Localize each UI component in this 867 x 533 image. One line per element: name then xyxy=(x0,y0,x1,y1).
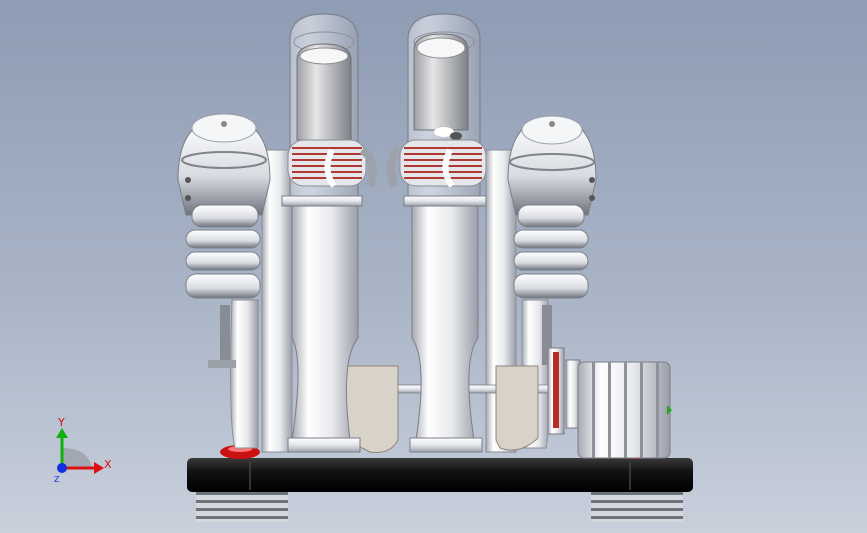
left-foot xyxy=(196,488,288,522)
triad-x-label: X xyxy=(104,458,112,471)
triad-z-label: Z xyxy=(54,475,60,484)
right-fin-stack[interactable] xyxy=(507,115,597,299)
crankshaft[interactable] xyxy=(299,365,561,453)
crank-bracket-left xyxy=(345,365,399,453)
left-column[interactable] xyxy=(281,195,363,453)
left-cylinder[interactable] xyxy=(287,13,377,201)
right-column[interactable] xyxy=(403,195,487,453)
right-foot xyxy=(591,488,683,522)
base-assembly[interactable] xyxy=(187,445,693,522)
crank-bracket-right xyxy=(495,365,539,451)
triad-y-label: Y xyxy=(57,416,65,429)
left-fin-stack[interactable] xyxy=(177,113,271,299)
coordinate-triad: Y X Z xyxy=(54,416,112,484)
base-plate xyxy=(187,458,693,492)
flywheel[interactable] xyxy=(547,347,672,459)
triad-plane-icon xyxy=(62,448,92,468)
right-cylinder[interactable] xyxy=(386,13,487,201)
